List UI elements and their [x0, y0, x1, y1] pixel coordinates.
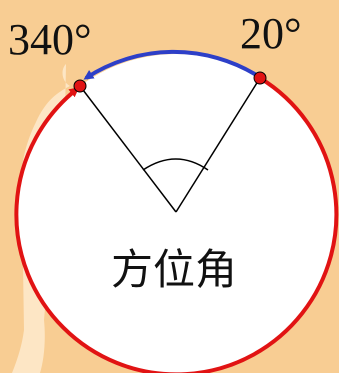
radius-line-340 [79, 85, 177, 213]
center-label: 方位角 [111, 245, 237, 294]
point-340 [73, 79, 87, 93]
azimuth-circle [16, 54, 336, 373]
label-20-degrees: 20° [240, 9, 302, 58]
angle-marker-arc [142, 158, 209, 171]
clockwise-arc-arrow [14, 76, 339, 373]
point-20 [253, 71, 267, 85]
radius-line-20 [175, 77, 261, 213]
counterclockwise-arc-arrow [83, 49, 260, 80]
label-340-degrees: 340° [8, 15, 92, 64]
